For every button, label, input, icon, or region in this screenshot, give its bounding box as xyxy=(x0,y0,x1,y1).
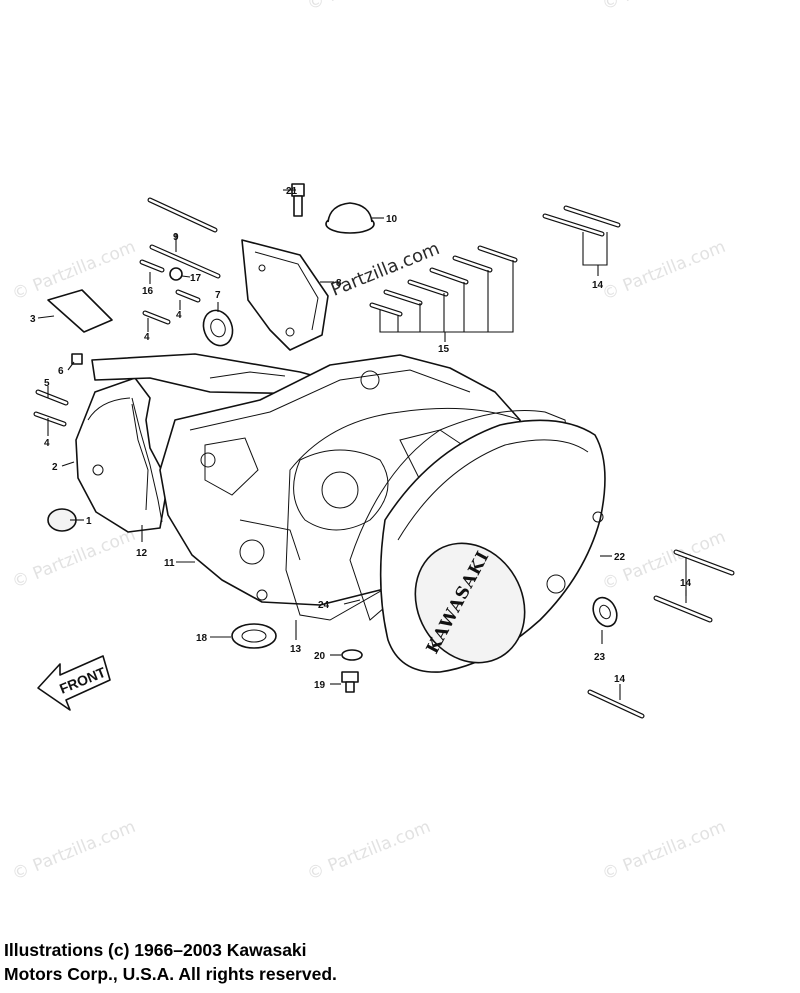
callout-label: 14 xyxy=(614,674,626,685)
watermark: © Partzilla.com xyxy=(304,817,433,885)
callout-label: 23 xyxy=(594,652,606,663)
callout-label: 7 xyxy=(215,290,221,301)
part-bolt-6 xyxy=(71,353,83,365)
callout-label: 2 xyxy=(52,462,58,473)
callout-label: 18 xyxy=(196,633,208,644)
callout-label: 21 xyxy=(286,186,298,197)
callout-label: 6 xyxy=(58,366,64,377)
callout-label: 4 xyxy=(44,438,50,449)
watermark: © Partzilla.com xyxy=(304,0,433,15)
callout-label: 19 xyxy=(314,680,326,691)
leader-lines xyxy=(37,189,687,700)
callout-label: 4 xyxy=(144,332,150,343)
front-arrow: FRONT xyxy=(37,655,111,711)
watermark: © Partzilla.com xyxy=(599,237,728,305)
callout-label: 24 xyxy=(318,600,330,611)
part-oil-seal-7 xyxy=(202,309,234,347)
callout-label: 20 xyxy=(314,651,326,662)
gasket-left xyxy=(131,397,163,523)
callout-label: 12 xyxy=(136,548,148,559)
watermark: © Partzilla.com xyxy=(599,0,728,15)
callout-label: 10 xyxy=(386,214,398,225)
callout-label: 13 xyxy=(290,644,302,655)
copyright-notice: Illustrations (c) 1966–2003 Kawasaki Mot… xyxy=(4,938,524,986)
watermark: © Partzilla.com xyxy=(9,817,138,885)
part-seal-23 xyxy=(592,596,618,628)
part-drain-bolt xyxy=(341,671,359,693)
part-plate xyxy=(47,289,113,333)
callout-label: 8 xyxy=(336,278,342,289)
copyright-line-2: Motors Corp., U.S.A. All rights reserved… xyxy=(4,964,337,984)
callout-label: 22 xyxy=(614,552,626,563)
watermark: © Partzilla.com xyxy=(9,525,138,593)
callout-label: 4 xyxy=(176,310,182,321)
callout-label: 11 xyxy=(164,558,175,569)
callout-label: 1 xyxy=(86,516,92,527)
bolts xyxy=(33,197,735,719)
callout-label: 16 xyxy=(142,286,154,297)
right-cover: KAWASAKI xyxy=(379,419,606,673)
sprocket-cover xyxy=(241,239,329,351)
callout-labels: 1 2 3 4 4 4 5 6 7 8 9 10 11 12 13 14 14 … xyxy=(30,186,692,691)
callout-label: 17 xyxy=(190,273,202,284)
callout-label: 14 xyxy=(592,280,604,291)
callout-label: 5 xyxy=(44,378,50,389)
part-seal-18 xyxy=(231,623,277,649)
callout-label: 3 xyxy=(30,314,36,325)
part-washer-17 xyxy=(169,267,183,281)
part-cap xyxy=(325,202,375,234)
part-washer xyxy=(341,649,363,661)
copyright-line-1: Illustrations (c) 1966–2003 Kawasaki xyxy=(4,940,307,960)
callout-label: 15 xyxy=(438,344,450,355)
callout-label: 14 xyxy=(680,578,692,589)
watermark: © Partzilla.com xyxy=(599,817,728,885)
left-crankcase-cover xyxy=(75,377,169,533)
callout-label: 9 xyxy=(173,232,179,243)
